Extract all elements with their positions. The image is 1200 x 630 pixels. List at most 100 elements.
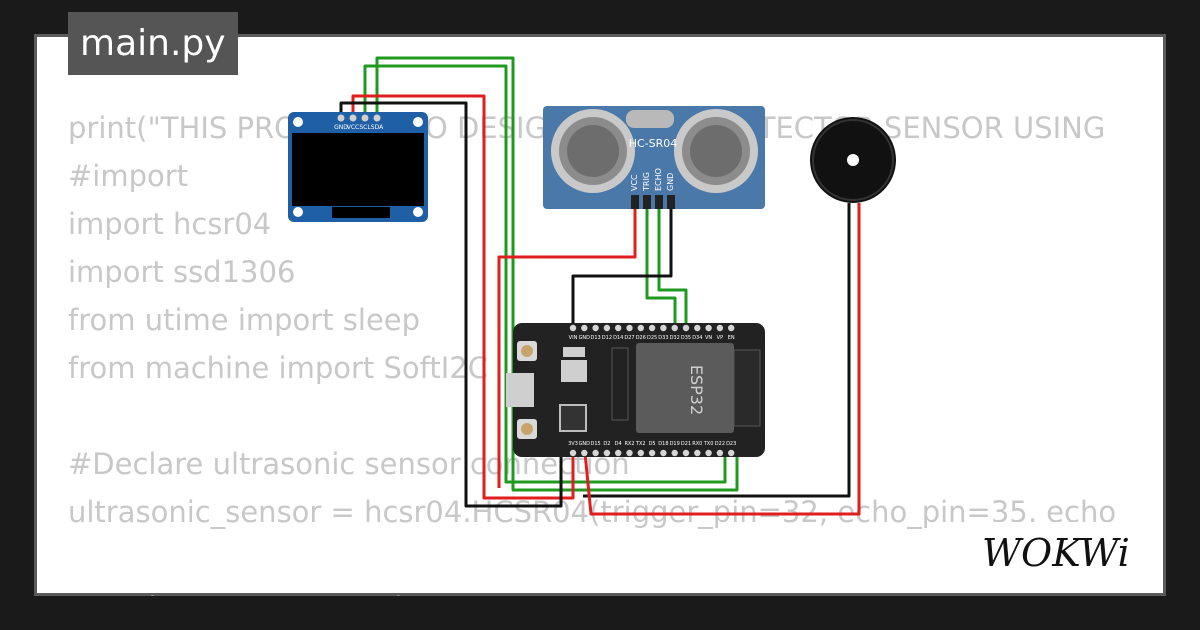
esp32-pin[interactable] [694,324,701,332]
buzzer-hole [847,154,859,166]
esp32-chip-label: ESP32 [687,365,706,415]
esp32-pin[interactable] [705,324,712,332]
black-wire [339,101,563,508]
esp32-pin[interactable] [581,324,588,332]
esp32-pin-label: TX2 [635,441,646,447]
wokwi-logo-text: WOKWi [982,531,1130,575]
esp32-pin[interactable] [671,324,678,332]
code-line: from machine import SoftI2C [68,351,488,385]
buzzer[interactable] [810,117,896,203]
esp32-pin-label: D19 [670,441,680,447]
esp32-pin[interactable] [660,324,667,332]
esp32-pin-label: D12 [602,335,612,341]
esp32-pin[interactable] [716,324,724,332]
code-line: import ssd1306 [68,255,296,289]
esp32-pin[interactable] [648,449,656,457]
esp32-pin[interactable] [603,449,611,457]
ultrasonic-pin-label: VCC [630,174,639,191]
esp32-pin[interactable] [637,324,644,332]
esp32-pin[interactable] [728,324,735,332]
code-line: ultrasonic_sensor = hcsr04.HCSR04(trigge… [68,495,1131,529]
esp32-pin[interactable] [569,324,577,332]
ultrasonic-label: HC-SR04 [629,137,678,150]
esp32-pin[interactable] [682,324,690,332]
wokwi-logo: WOKWi [976,522,1152,582]
esp32-pin[interactable] [694,449,701,457]
black-wire [571,209,673,328]
esp32-pin-label: VN [705,335,712,341]
oled-pin-label: SCL [359,124,371,131]
esp32-pin[interactable] [615,324,622,332]
esp32-pin-label: D2 [603,441,610,447]
esp32-pin-label: D21 [681,441,691,447]
esp32-pin-label: RX2 [624,441,634,447]
code-line: #Declare LED connection [68,584,1132,596]
esp32-pin[interactable] [569,449,577,457]
oled-pin-label: SDA [371,124,384,131]
esp32-pin[interactable] [592,449,599,457]
esp32-pin[interactable] [648,324,656,332]
esp32-pin-label: D4 [615,441,622,447]
esp32-pin-label: D26 [636,335,646,341]
green-wire [657,209,688,328]
antenna [733,349,761,427]
esp32-pin[interactable] [728,449,735,457]
esp32-pin[interactable] [626,324,633,332]
oled-pin[interactable] [361,114,369,122]
esp32-pin-label: D34 [692,335,702,341]
ultrasonic-pin-label: GND [666,173,675,191]
oled-pin[interactable] [337,114,345,122]
esp32-pin-label: D5 [649,441,656,447]
green-wire [645,209,677,328]
esp32-pin[interactable] [705,449,712,457]
esp32-pin[interactable] [603,324,611,332]
esp32-pin-label: D35 [681,335,691,341]
esp32-pin[interactable] [671,449,678,457]
esp32-pin-label: D18 [658,441,668,447]
code-line: #import [68,159,189,193]
esp32-pin-label: GND [579,441,591,447]
esp32-pin[interactable] [637,449,644,457]
esp32-pin[interactable] [581,449,588,457]
oled-pin[interactable] [349,114,357,122]
esp32-pin-label: D13 [590,335,600,341]
esp32-pin-label: TX0 [703,441,714,447]
esp32-pin[interactable] [626,449,633,457]
esp32-pin-label: RX0 [692,441,702,447]
black-wire [583,203,851,498]
esp32-pin[interactable] [716,449,724,457]
esp32-pin-label: VIN [569,335,578,341]
red-wire [497,209,637,488]
file-tab[interactable]: main.py [68,12,238,75]
esp32-pin-label: GND [579,335,591,341]
esp32-pin[interactable] [682,449,690,457]
esp32-pin-label: D25 [647,335,657,341]
esp32-pin[interactable] [592,324,599,332]
usb-chip [559,404,587,432]
esp32-pin-label: D33 [658,335,668,341]
esp32-pin-label: D23 [726,441,736,447]
esp32-module [636,343,734,433]
esp32-pin-label: VP [717,335,723,341]
esp32-pin[interactable] [615,449,622,457]
oled-pin-label: VCC [347,124,359,131]
esp32-pin-label: EN [728,335,735,341]
code-line: import hcsr04 [68,207,272,241]
usb-port [506,373,534,407]
oled-screen [292,133,424,206]
oled-pin-label: GND [334,124,348,131]
esp32-pin-label: D22 [715,441,725,447]
esp32-pin-label: D14 [613,335,623,341]
red-wire [351,94,575,500]
esp32-pin-label: D27 [624,335,634,341]
oled-ribbon [332,207,390,218]
esp32-pin[interactable] [660,449,667,457]
red-wire [583,203,861,516]
oled-pin[interactable] [373,114,381,122]
